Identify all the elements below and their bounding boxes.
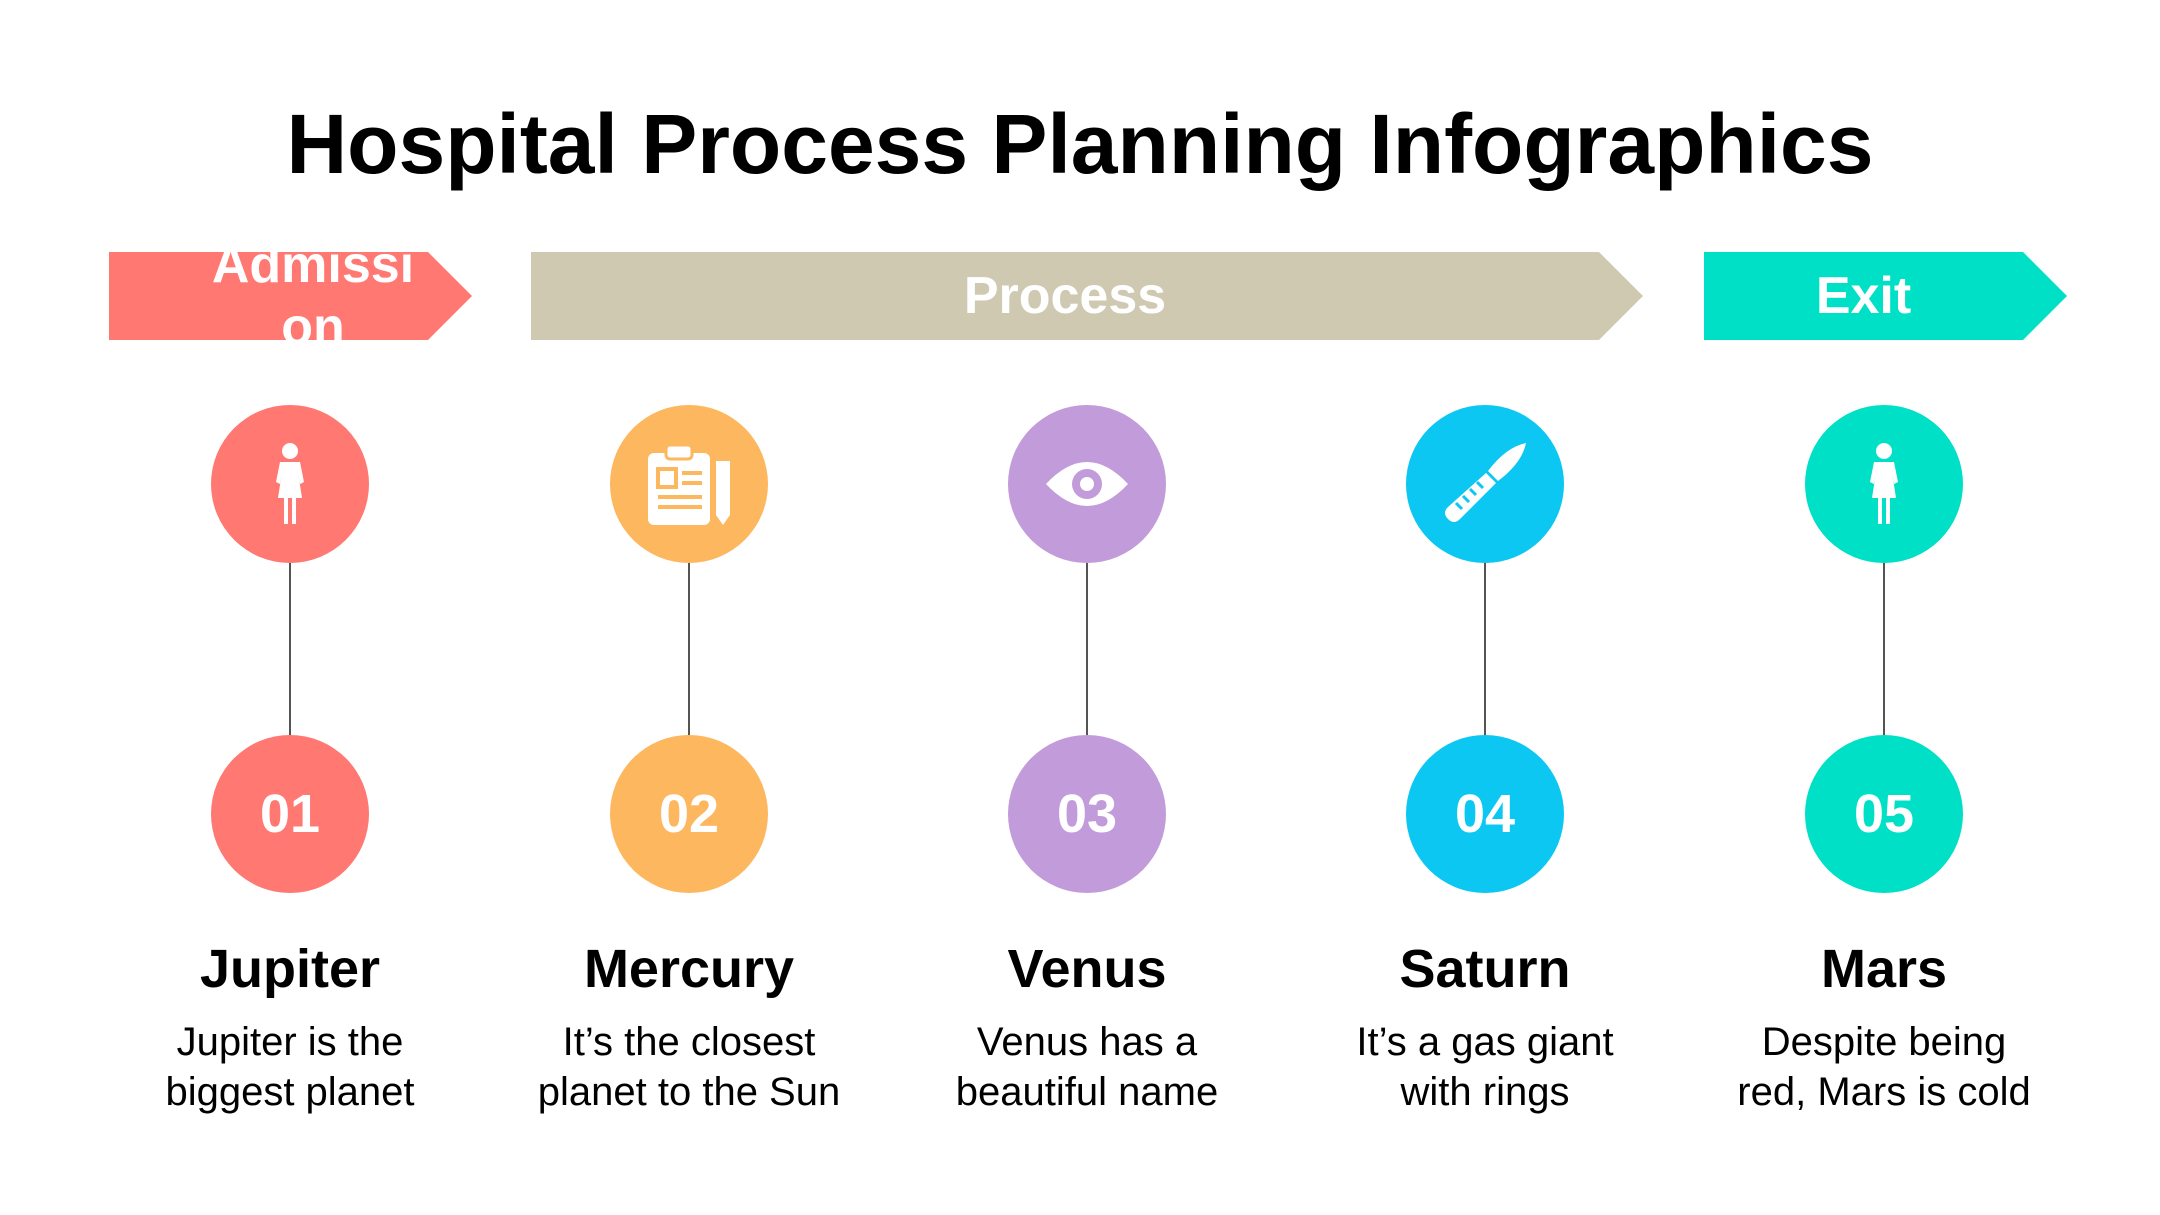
banner-admission: Admission: [109, 252, 472, 340]
step-4-connector: [1484, 563, 1486, 735]
step-3-desc-line-1: Venus has a: [976, 1020, 1198, 1064]
banner-exit-label: Exit: [1815, 267, 1912, 325]
page-title: Hospital Process Planning Infographics: [286, 97, 1874, 191]
step-5-connector: [1883, 563, 1885, 735]
banner-process-label: Process: [963, 267, 1167, 325]
step-5-icon-circle: [1805, 405, 1963, 563]
step-3-name: Venus: [1007, 939, 1167, 999]
step-3: 03 Venus Venus has a beautiful name: [887, 405, 1287, 1145]
step-5-desc-line-1: Despite being: [1761, 1020, 2007, 1064]
step-1-description: Jupiter is the biggest planet: [90, 1017, 490, 1117]
step-2-number: 02: [658, 784, 720, 844]
step-1-desc-line-1: Jupiter is the: [176, 1020, 404, 1064]
step-4-description: It’s a gas giant with rings: [1285, 1017, 1685, 1117]
step-5-description: Despite being red, Mars is cold: [1684, 1017, 2084, 1117]
step-4-desc-line-1: It’s a gas giant: [1356, 1020, 1614, 1064]
step-4-icon-circle: [1406, 405, 1564, 563]
step-3-number: 03: [1056, 784, 1118, 844]
step-2-name: Mercury: [583, 939, 795, 999]
step-5-name: Mars: [1820, 939, 1948, 999]
step-1-connector: [289, 563, 291, 735]
banner-exit: Exit: [1704, 252, 2067, 340]
step-2-desc-line-2: planet to the Sun: [537, 1070, 841, 1114]
step-1-icon-circle: [211, 405, 369, 563]
step-5: 05 Mars Despite being red, Mars is cold: [1684, 405, 2084, 1145]
step-3-icon-circle: [1008, 405, 1166, 563]
step-2-desc-line-1: It’s the closest: [562, 1020, 816, 1064]
banner-admission-label: Admission: [211, 252, 415, 340]
step-1-number: 01: [259, 784, 321, 844]
step-3-desc-line-2: beautiful name: [955, 1070, 1219, 1114]
step-3-description: Venus has a beautiful name: [887, 1017, 1287, 1117]
step-1-desc-line-2: biggest planet: [165, 1070, 415, 1114]
step-4-name: Saturn: [1399, 939, 1571, 999]
step-2-connector: [688, 563, 690, 735]
step-4-desc-line-2: with rings: [1400, 1070, 1570, 1114]
step-2: 02 Mercury It’s the closest planet to th…: [489, 405, 889, 1145]
step-5-number: 05: [1853, 784, 1915, 844]
step-1-name: Jupiter: [199, 939, 381, 999]
step-4-number-circle: 04: [1406, 735, 1564, 893]
eye-icon: [1046, 462, 1128, 506]
clipboard-icon: [648, 443, 730, 525]
step-5-number-circle: 05: [1805, 735, 1963, 893]
step-3-connector: [1086, 563, 1088, 735]
scalpel-icon: [1445, 443, 1526, 522]
person-icon: [1870, 443, 1898, 524]
banner-process: Process: [531, 252, 1643, 340]
step-5-desc-line-2: red, Mars is cold: [1737, 1070, 2031, 1114]
step-1: 01 Jupiter Jupiter is the biggest planet: [90, 405, 490, 1145]
step-2-icon-circle: [610, 405, 768, 563]
step-2-number-circle: 02: [610, 735, 768, 893]
person-icon: [276, 443, 304, 524]
step-1-number-circle: 01: [211, 735, 369, 893]
step-2-description: It’s the closest planet to the Sun: [489, 1017, 889, 1117]
step-4: 04 Saturn It’s a gas giant with rings: [1285, 405, 1685, 1145]
step-4-number: 04: [1454, 784, 1516, 844]
step-3-number-circle: 03: [1008, 735, 1166, 893]
